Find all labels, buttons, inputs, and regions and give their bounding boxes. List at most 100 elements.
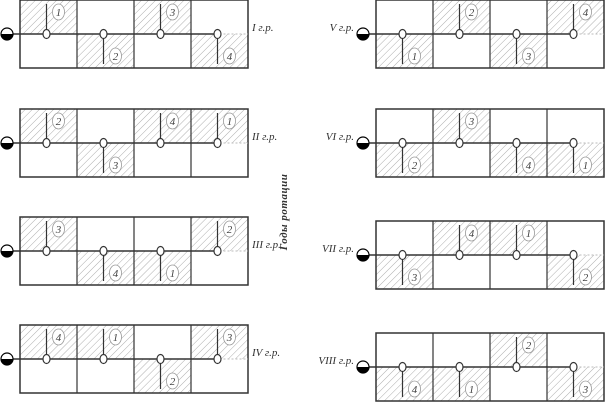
node-circle <box>156 245 165 257</box>
plot-number: 3 <box>525 51 532 63</box>
node-circle <box>213 28 222 40</box>
number-circle <box>579 3 592 21</box>
group-label: VII г.р. <box>322 243 354 255</box>
number-circle <box>223 220 236 238</box>
number-circle <box>408 380 421 398</box>
number-circle <box>408 47 421 65</box>
plot-number: 3 <box>169 7 176 19</box>
node-circle <box>156 353 165 365</box>
start-marker-fill <box>357 34 369 40</box>
number-circle <box>52 112 65 130</box>
node-circle <box>99 245 108 257</box>
number-circle <box>522 336 535 354</box>
hatched-plot <box>547 255 604 289</box>
node-circle <box>156 28 165 40</box>
number-circle <box>109 156 122 174</box>
plot-number: 4 <box>526 160 532 172</box>
plot-number: 4 <box>170 116 176 128</box>
hatched-plot <box>433 0 490 34</box>
group-label: VI г.р. <box>325 131 354 143</box>
plot-number: 2 <box>412 160 418 172</box>
node-circle <box>398 137 407 149</box>
hatched-plot <box>490 143 547 177</box>
node-circle <box>455 137 464 149</box>
plot-number: 2 <box>227 224 233 236</box>
node-circle <box>398 361 407 373</box>
plot-number: 1 <box>113 332 119 344</box>
plot-number: 1 <box>469 384 475 396</box>
plot-number: 2 <box>583 272 589 284</box>
number-circle <box>408 156 421 174</box>
plot-number: 1 <box>412 51 418 63</box>
hatched-plot <box>77 34 134 68</box>
hatched-plot <box>20 325 77 359</box>
hatched-plot <box>191 34 248 68</box>
hatched-plot <box>20 109 77 143</box>
hatched-plot <box>20 0 77 34</box>
hatched-plot <box>376 34 433 68</box>
number-circle <box>52 220 65 238</box>
node-circle <box>569 137 578 149</box>
plot-number: 2 <box>56 116 62 128</box>
hatched-plot <box>376 367 433 401</box>
start-marker-fill <box>1 143 13 149</box>
hatched-plot <box>547 0 604 34</box>
hatched-plot <box>490 333 547 367</box>
node-circle <box>455 249 464 261</box>
number-circle <box>522 47 535 65</box>
node-circle <box>42 353 51 365</box>
plot-number: 4 <box>469 228 475 240</box>
hatched-plot <box>547 367 604 401</box>
number-circle <box>166 264 179 282</box>
node-circle <box>569 28 578 40</box>
start-marker-fill <box>1 359 13 365</box>
number-circle <box>166 112 179 130</box>
node-circle <box>512 28 521 40</box>
node-circle <box>569 249 578 261</box>
start-marker-fill <box>1 34 13 40</box>
node-circle <box>398 28 407 40</box>
hatched-plot <box>134 359 191 393</box>
plot-number: 3 <box>411 272 418 284</box>
group-label: II г.р. <box>252 131 278 143</box>
node-circle <box>99 353 108 365</box>
group-label: V г.р. <box>329 22 354 34</box>
node-circle <box>512 249 521 261</box>
number-circle <box>522 224 535 242</box>
hatched-plot <box>433 367 490 401</box>
plot-number: 1 <box>526 228 532 240</box>
plot-number: 2 <box>526 340 532 352</box>
number-circle <box>223 112 236 130</box>
hatched-plot <box>433 109 490 143</box>
hatched-plot <box>191 109 248 143</box>
group-label: IV г.р. <box>252 347 281 359</box>
number-circle <box>579 268 592 286</box>
plot-number: 4 <box>113 268 119 280</box>
start-marker-fill <box>357 367 369 373</box>
number-circle <box>166 3 179 21</box>
number-circle <box>522 156 535 174</box>
node-circle <box>42 245 51 257</box>
group-7: 3 4 1 2 <box>356 220 605 290</box>
node-circle <box>99 137 108 149</box>
hatched-plot <box>490 34 547 68</box>
number-circle <box>223 328 236 346</box>
plot-number: 2 <box>170 376 176 388</box>
node-circle <box>455 361 464 373</box>
start-marker-fill <box>357 143 369 149</box>
hatched-plot <box>433 221 490 255</box>
hatched-plot <box>77 251 134 285</box>
hatched-plot <box>191 325 248 359</box>
plot-number: 1 <box>56 7 62 19</box>
hatched-plot <box>376 143 433 177</box>
hatched-plot <box>490 221 547 255</box>
plot-number: 3 <box>468 116 475 128</box>
number-circle <box>109 47 122 65</box>
